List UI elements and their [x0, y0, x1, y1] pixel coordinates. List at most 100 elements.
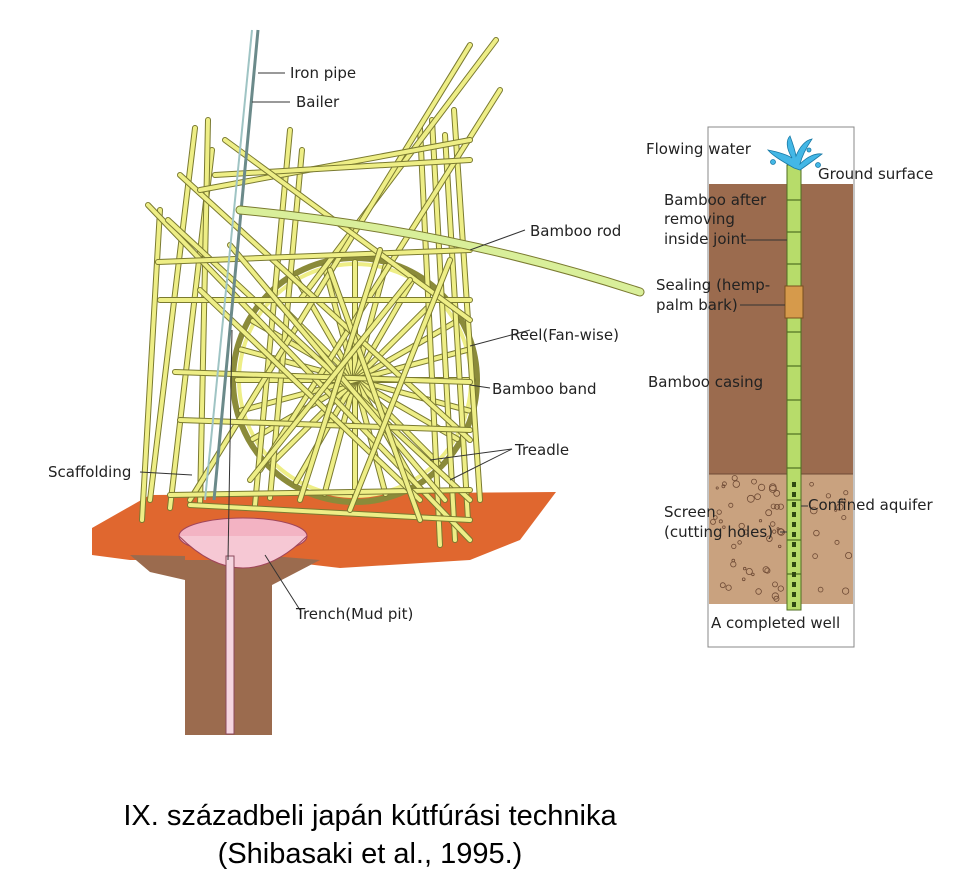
pebble [741, 577, 746, 582]
pebble [745, 568, 753, 576]
pebble [841, 498, 847, 504]
pebble [755, 588, 762, 595]
pebble [841, 587, 850, 595]
well-drilling-diagram: Iron pipe Bailer Bamboo rod Reel(Fan-wis… [48, 29, 934, 735]
caption-title: IX. századbeli japán kútfúrási technika [123, 800, 617, 832]
scaffolding-pole [268, 148, 304, 500]
screen-hole [792, 492, 796, 497]
iron-pipe [212, 29, 260, 501]
pebble [778, 544, 782, 549]
pebble [732, 480, 740, 488]
label-bamboo-after-1: Bamboo after [664, 191, 767, 209]
screen-holes [792, 482, 796, 607]
pebble [743, 529, 749, 535]
label-treadle: Treadle [514, 441, 569, 459]
scaffolding-pole [148, 126, 197, 502]
pebble [715, 486, 719, 490]
scaffolding-pole [188, 503, 472, 522]
scaffolding-pole [213, 158, 472, 177]
well-cross-section: Flowing water Ground surface Bamboo afte… [646, 126, 934, 648]
pebble [757, 483, 766, 491]
pebble [770, 503, 777, 510]
scaffolding-pole [452, 108, 482, 502]
pebble [762, 566, 770, 573]
label-bailer: Bailer [296, 93, 340, 111]
scaffolding-pole [258, 88, 502, 472]
screen-hole [792, 502, 796, 507]
label-bamboo-rod: Bamboo rod [530, 222, 621, 240]
pebble [751, 572, 755, 577]
pebble [777, 585, 784, 592]
screen-hole [792, 592, 796, 597]
pebble [773, 489, 781, 497]
pebble [769, 484, 777, 493]
pebble [751, 478, 757, 485]
flowing-water-icon [767, 135, 823, 171]
label-scaffolding: Scaffolding [48, 463, 131, 481]
screen-hole [792, 542, 796, 547]
pebble [721, 484, 726, 489]
pebble [754, 493, 761, 501]
pebble [716, 509, 722, 515]
scaffolding-pole [223, 138, 472, 322]
scaffolding-pole [348, 258, 452, 512]
scaffolding-pole [198, 118, 210, 507]
pebble [719, 582, 726, 589]
label-screen-1: Screen [664, 503, 716, 521]
pebble [845, 552, 853, 560]
pebble [722, 525, 726, 529]
scaffolding-pole [173, 370, 472, 384]
pebble [774, 503, 780, 510]
scaffolding-poles [139, 37, 503, 548]
aquifer-layer [709, 474, 853, 604]
pebble [765, 509, 773, 517]
scaffolding-pole [168, 488, 472, 497]
pebble [843, 490, 849, 496]
screen-hole [792, 552, 796, 557]
label-confined-aquifer: Confined aquifer [808, 496, 934, 514]
screen-hole [792, 512, 796, 517]
pebble [841, 515, 847, 521]
pebble [776, 527, 780, 530]
scaffolding-pole [418, 126, 442, 547]
scaffolding-pole [328, 268, 422, 522]
label-flowing-water: Flowing water [646, 140, 752, 158]
leader-lines [139, 72, 531, 611]
pebble [825, 493, 832, 499]
pebble [731, 475, 738, 482]
sealing-band [784, 285, 804, 319]
pebble [758, 519, 763, 523]
pebble [771, 592, 779, 600]
iron-pipe-in-borehole [225, 555, 235, 735]
pebble [834, 508, 838, 512]
pebble [777, 503, 784, 510]
pebble [743, 566, 747, 571]
label-sealing-1: Sealing (hemp- [656, 276, 770, 294]
pebble [731, 558, 736, 563]
pebble [710, 519, 716, 525]
pebble [772, 581, 778, 588]
screen-hole [792, 522, 796, 527]
label-trench: Trench(Mud pit) [295, 605, 413, 623]
pebble [813, 529, 820, 537]
scaffolding-pole [248, 278, 412, 482]
pebble [728, 502, 734, 508]
label-bamboo-after-3: inside joint [664, 230, 746, 248]
screen-hole [792, 582, 796, 587]
pebble [817, 586, 824, 593]
pebble [725, 584, 732, 591]
label-sealing-2: palm bark) [656, 296, 738, 314]
pebble [764, 567, 771, 574]
label-iron-pipe: Iron pipe [290, 64, 356, 82]
pebble [738, 522, 745, 530]
label-bamboo-after-2: removing [664, 210, 735, 228]
scaffolding-pole [178, 173, 472, 442]
soil-layer [709, 184, 853, 474]
pebble [718, 519, 723, 524]
aquifer-pebbles [710, 475, 853, 602]
screen-hole [792, 572, 796, 577]
bailer [204, 29, 253, 501]
pebble [768, 483, 777, 492]
screen-hole [792, 482, 796, 487]
label-bamboo-casing: Bamboo casing [648, 373, 763, 391]
